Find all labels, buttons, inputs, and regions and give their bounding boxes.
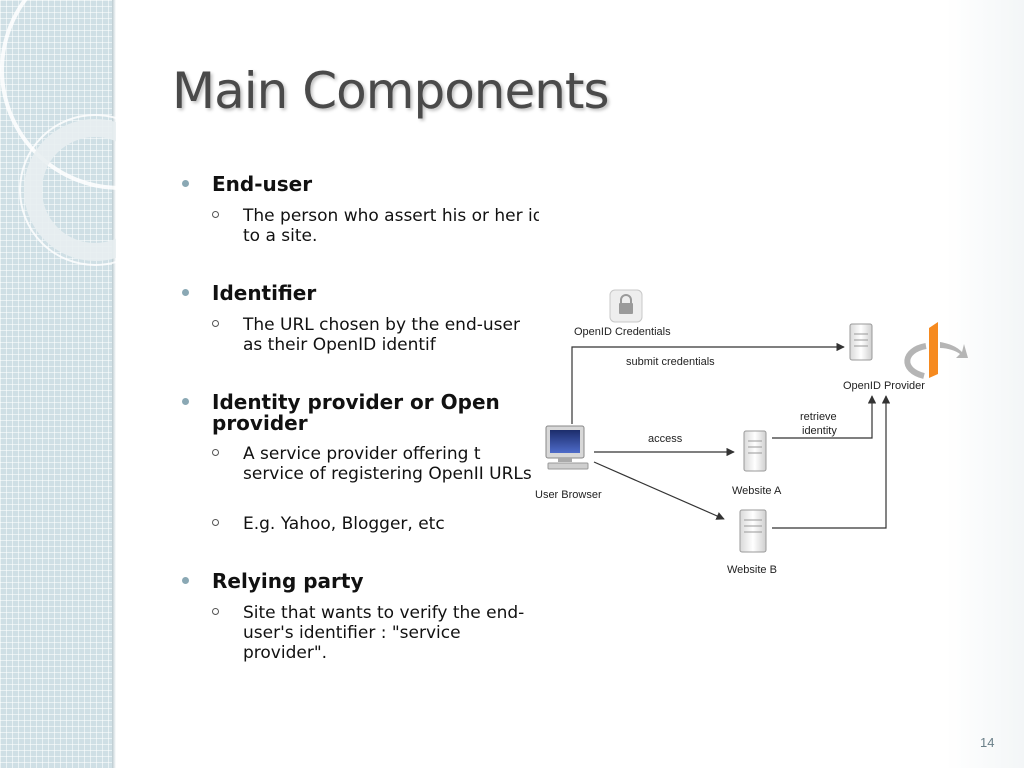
bullet-list: End-user The person who assert his or he… (176, 170, 539, 690)
sub-bullet-text: Site that wants to verify the end-user's… (243, 603, 525, 663)
retrieve-identity-arrow-b (772, 395, 891, 529)
decorative-rings (0, 0, 116, 266)
bullet-dot (182, 289, 189, 296)
diagram-arrows (571, 342, 891, 529)
sub-bullet-circle (212, 519, 219, 526)
bullet-heading: Identifier (212, 281, 317, 305)
label-openid-provider: OpenID Provider (843, 380, 925, 392)
server-icon (743, 430, 767, 472)
bullet-heading: Relying party (212, 569, 364, 593)
sub-bullet-circle (212, 449, 219, 456)
retrieve-identity-arrow-a (772, 395, 877, 439)
submit-credentials-arrow (571, 342, 845, 424)
openid-diagram: OpenID Credentials submit credentials Op… (528, 286, 968, 586)
computer-icon (545, 425, 589, 470)
lock-icon (609, 289, 643, 323)
openid-logo (904, 322, 968, 379)
diagram-graphics (545, 289, 968, 553)
sub-bullet-text: E.g. Yahoo, Blogger, etc (243, 514, 445, 534)
slide-title: Main Components (172, 62, 610, 120)
sub-bullet-text: The person who assert his or her identit… (243, 206, 539, 246)
server-icon (739, 509, 767, 553)
label-submit-credentials: submit credentials (626, 356, 715, 368)
label-retrieve: retrieve (800, 411, 837, 423)
bullet-dot (182, 577, 189, 584)
bullet-dot (182, 180, 189, 187)
access-b-arrow (593, 461, 725, 520)
label-website-a: Website A (732, 485, 782, 497)
label-access: access (648, 433, 683, 445)
sub-bullet-circle (212, 608, 219, 615)
label-website-b: Website B (727, 564, 777, 576)
bullet-dot (182, 398, 189, 405)
sub-bullet-text: A service provider offering t service of… (243, 444, 532, 484)
sub-bullet-circle (212, 211, 219, 218)
label-user-browser: User Browser (535, 489, 602, 501)
sub-bullet-text: The URL chosen by the end-user as their … (243, 315, 520, 355)
bullet-heading: Identity provider or Open provider (212, 390, 500, 435)
label-openid-credentials: OpenID Credentials (574, 326, 671, 338)
side-decoration-edge (112, 0, 116, 768)
page-number: 14 (980, 735, 995, 750)
sub-bullet-circle (212, 320, 219, 327)
server-icon (849, 323, 873, 361)
bullet-heading: End-user (212, 172, 313, 196)
label-identity: identity (802, 425, 837, 437)
